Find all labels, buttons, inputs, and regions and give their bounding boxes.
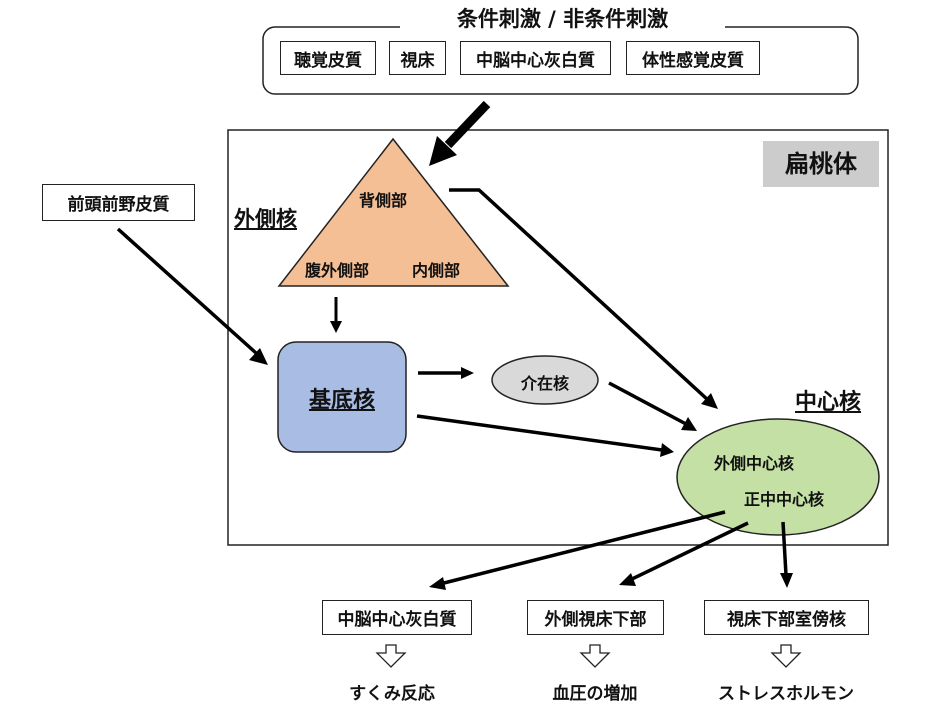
- lateral-nucleus-triangle[interactable]: [277, 137, 510, 287]
- output-target-lateral-hypothalamus[interactable]: 外側視床下部: [527, 600, 664, 635]
- stimulus-item-pag[interactable]: 中脳中心灰白質: [460, 41, 611, 75]
- prefrontal-to-basal-arrow: [116, 227, 268, 365]
- stimulus-arrow: [429, 100, 491, 166]
- amygdala-title: 扁桃体: [763, 141, 879, 187]
- intercalated-to-central-arrow: [608, 381, 697, 431]
- output-effect-freezing: すくみ反応: [349, 684, 435, 704]
- output-effect-blood-pressure: 血圧の増加: [552, 684, 638, 704]
- ventrolateral-part-label: 腹外側部: [305, 261, 370, 280]
- stimulus-item-somatosensory-cortex[interactable]: 体性感覚皮質: [626, 41, 760, 75]
- central-to-lh-arrow: [619, 521, 749, 586]
- medial-part-label: 内側部: [412, 261, 461, 280]
- stimulus-item-auditory-cortex[interactable]: 聴覚皮質: [280, 41, 376, 75]
- medial-central-nucleus-label: 正中中心核: [744, 490, 825, 509]
- central-to-pvn-arrow: [780, 521, 793, 588]
- hollow-down-arrow-2: [579, 644, 611, 668]
- basal-to-central-arrow: [416, 414, 674, 457]
- intercalated-nucleus-shape[interactable]: [491, 355, 599, 405]
- output-target-pag[interactable]: 中脳中心灰白質: [322, 600, 472, 635]
- central-nucleus-label: 中心核: [795, 390, 862, 415]
- amygdala-frame: [227, 129, 889, 546]
- basal-nucleus-label: 基底核: [308, 388, 375, 413]
- central-to-pag-arrow: [429, 510, 726, 590]
- central-nucleus-shape[interactable]: [676, 418, 880, 536]
- prefrontal-cortex-box[interactable]: 前頭前野皮質: [42, 184, 195, 221]
- dorsal-to-central-arrow: [449, 188, 718, 409]
- output-effect-stress-hormone: ストレスホルモン: [718, 684, 854, 704]
- basal-nucleus-shape[interactable]: [277, 341, 407, 453]
- stimulus-group-title: 条件刺激 / 非条件刺激: [456, 7, 669, 31]
- output-target-pvn[interactable]: 視床下部室傍核: [704, 600, 869, 635]
- lateral-central-nucleus-label: 外側中心核: [714, 454, 795, 473]
- hollow-down-arrow-1: [375, 644, 407, 668]
- stimulus-item-thalamus[interactable]: 視床: [389, 41, 446, 75]
- hollow-down-arrow-3: [770, 644, 802, 668]
- lateral-to-basal-arrow: [330, 297, 342, 333]
- intercalated-nucleus-label: 介在核: [520, 374, 569, 393]
- lateral-nucleus-label: 外側核: [234, 207, 297, 231]
- dorsal-part-label: 背側部: [359, 191, 408, 210]
- basal-to-intercalated-arrow: [418, 367, 474, 379]
